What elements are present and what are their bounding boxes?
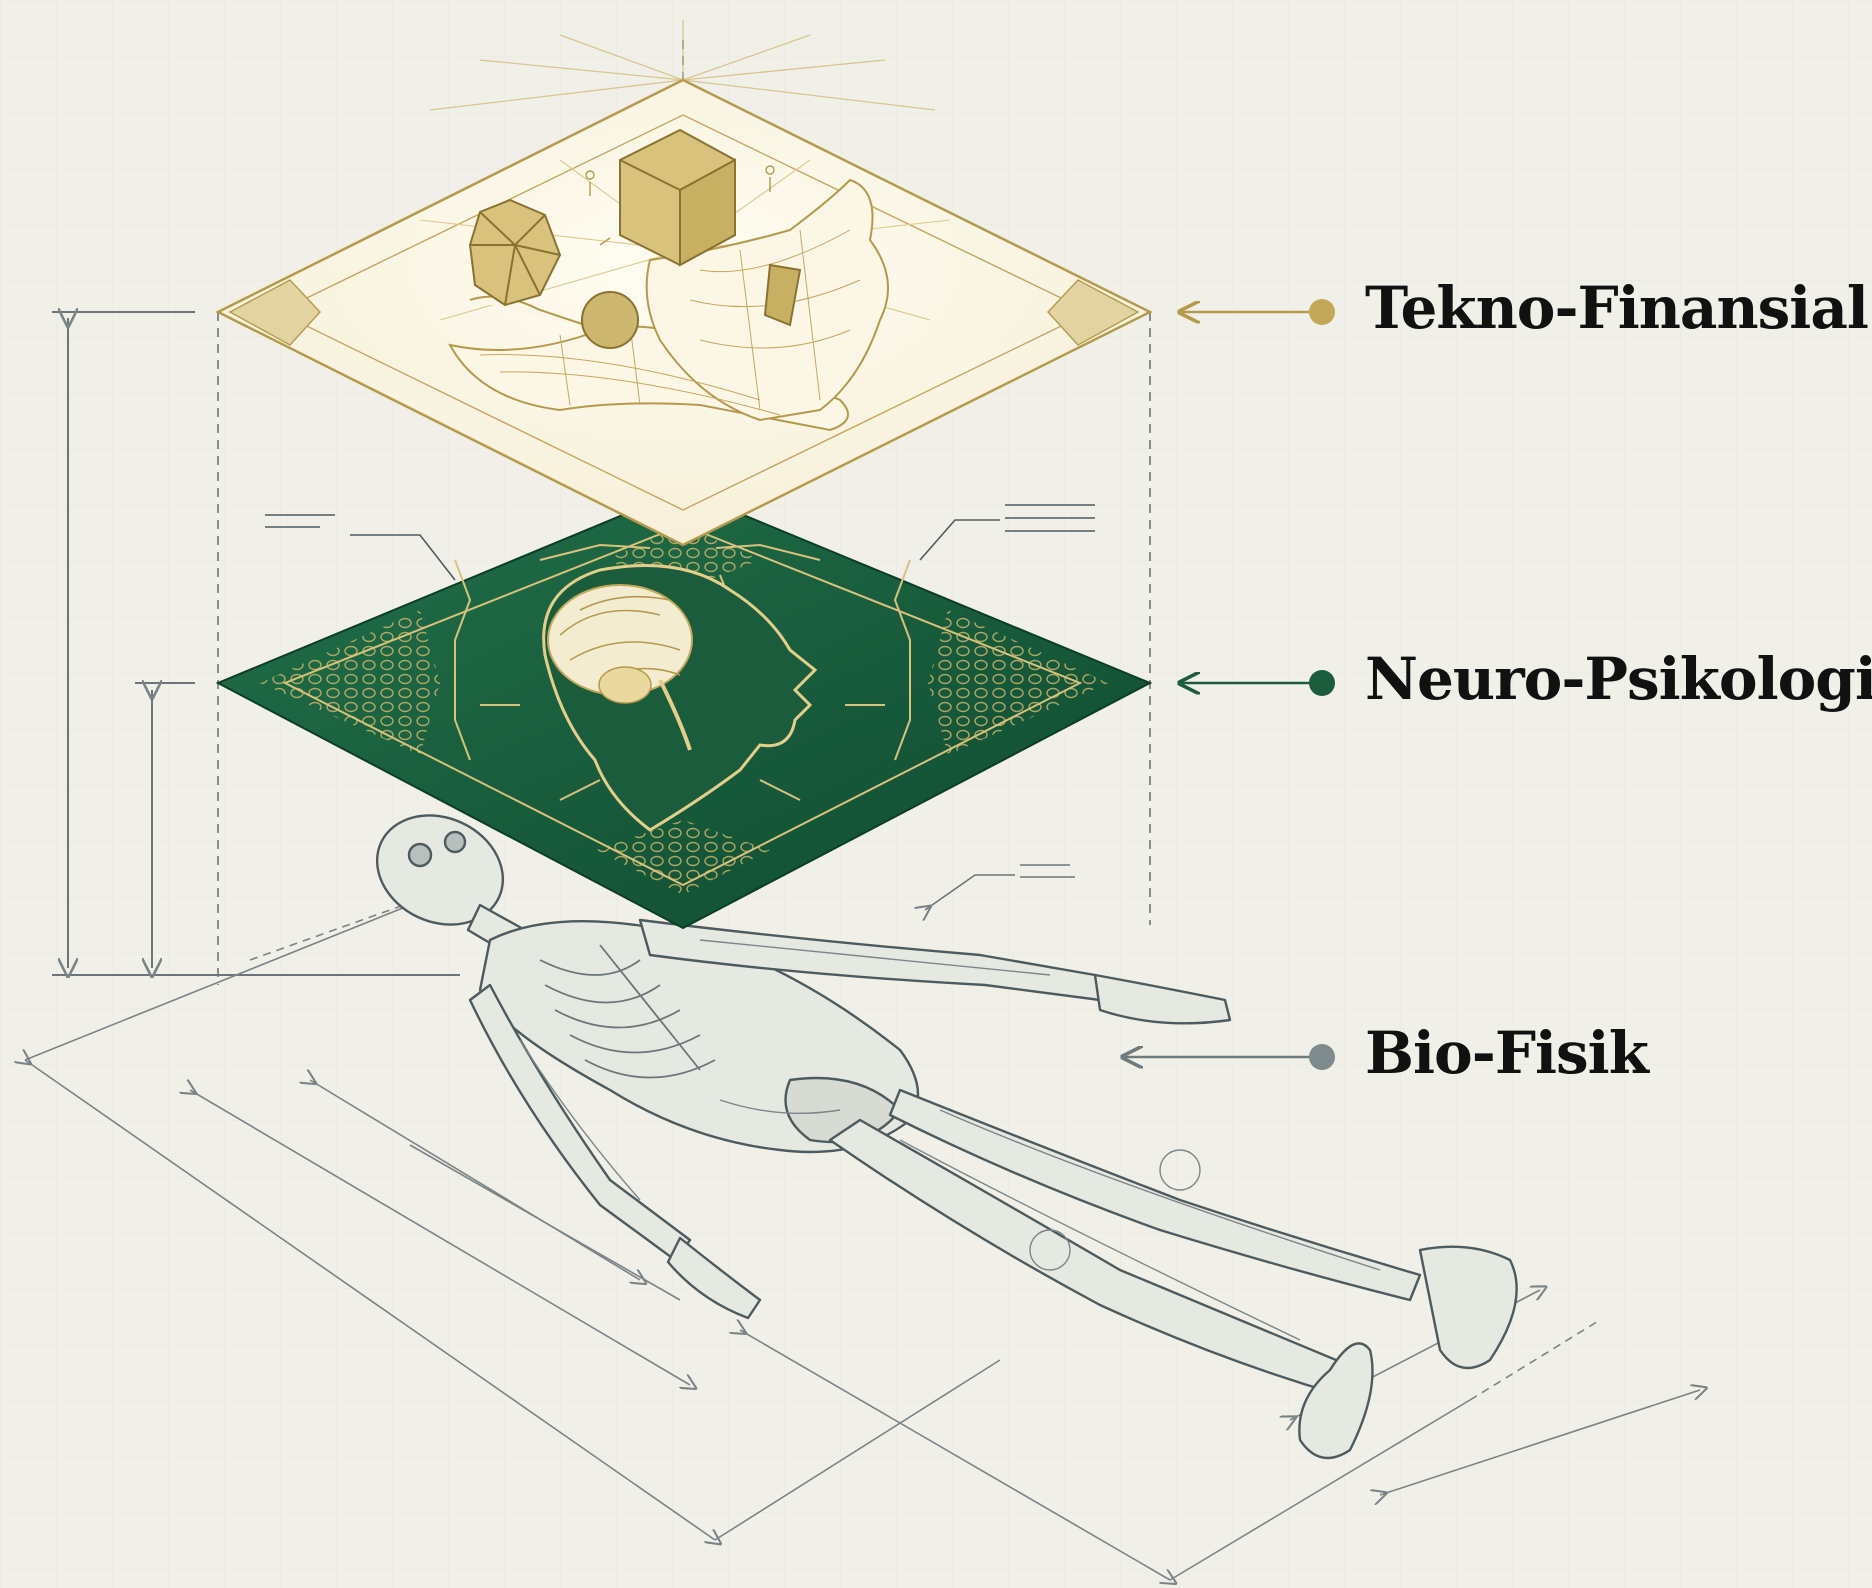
label-bio-fisik: Bio-Fisik xyxy=(1365,1019,1648,1087)
label-neuro-psikologis: Neuro-Psikologis xyxy=(1365,645,1872,713)
sphere-icon xyxy=(582,292,638,348)
label-tekno-finansial: Tekno-Finansial xyxy=(1365,274,1868,342)
